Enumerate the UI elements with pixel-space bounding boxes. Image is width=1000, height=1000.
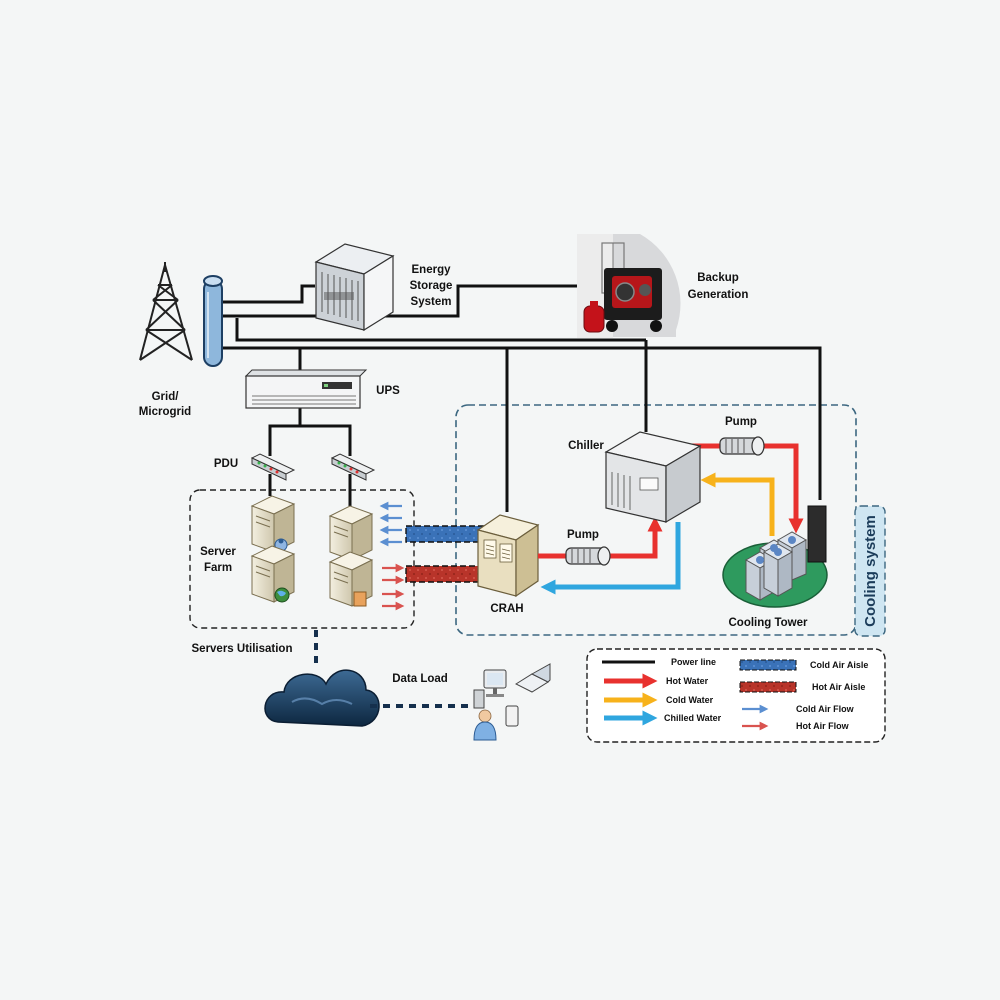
grid-label: Grid/ Microgrid bbox=[139, 391, 191, 418]
pump-icon bbox=[565, 546, 611, 566]
server-icon bbox=[250, 545, 296, 603]
svg-text:Grid/: Grid/ bbox=[152, 391, 180, 403]
transformer-icon bbox=[203, 275, 223, 367]
legend-chilled-water-label: Chilled Water bbox=[664, 713, 722, 723]
legend-cold-air-aisle-swatch bbox=[739, 659, 797, 671]
power-lines bbox=[222, 284, 822, 512]
legend-cold-air-flow-label: Cold Air Flow bbox=[796, 704, 855, 714]
chiller-label: Chiller bbox=[568, 440, 604, 452]
power-line-main bbox=[222, 346, 822, 500]
grid-tower-icon bbox=[139, 262, 193, 361]
svg-text:Backup: Backup bbox=[697, 272, 739, 284]
cooling-system-label: Cooling system bbox=[862, 515, 879, 627]
pump-bottom-label: Pump bbox=[567, 529, 599, 541]
server-farm-boundary bbox=[189, 489, 415, 629]
energy-storage-label: Energy Storage System bbox=[410, 264, 453, 308]
svg-text:Server: Server bbox=[200, 546, 236, 558]
svg-text:Energy: Energy bbox=[412, 264, 452, 276]
legend-hot-air-aisle-swatch bbox=[739, 681, 797, 693]
chilled-water-line bbox=[540, 522, 681, 595]
backup-generator-icon bbox=[577, 234, 681, 338]
pump-icon bbox=[719, 436, 765, 456]
pdu-icon bbox=[250, 453, 296, 481]
cold-air-aisle bbox=[405, 525, 485, 543]
power-line-backup-return bbox=[235, 318, 646, 342]
ups-label: UPS bbox=[376, 385, 400, 397]
hot-water-line-pump-chiller bbox=[610, 516, 663, 559]
cooling-tower-icon bbox=[722, 505, 828, 608]
legend-hot-water-label: Hot Water bbox=[666, 676, 709, 686]
ups-icon bbox=[244, 369, 368, 409]
hot-air-aisle bbox=[405, 565, 485, 583]
crah-icon bbox=[476, 514, 540, 598]
cooling-system-tab bbox=[854, 505, 886, 637]
power-line-ess bbox=[222, 284, 315, 304]
legend: Power line Hot Water Cold Water Chilled … bbox=[602, 657, 868, 731]
server-icon bbox=[328, 551, 374, 607]
legend-power-line-label: Power line bbox=[671, 657, 716, 667]
legend-box bbox=[586, 648, 886, 743]
svg-text:Microgrid: Microgrid bbox=[139, 406, 191, 418]
power-line-pdu2 bbox=[300, 424, 352, 456]
crah-label: CRAH bbox=[490, 603, 523, 615]
power-line-pdu bbox=[268, 408, 302, 456]
svg-text:Storage: Storage bbox=[410, 280, 453, 292]
pdu-label: PDU bbox=[214, 458, 238, 470]
legend-cold-water-label: Cold Water bbox=[666, 695, 714, 705]
users-devices-icon bbox=[473, 663, 551, 741]
hot-air-flow-arrows bbox=[382, 563, 405, 611]
cold-water-line bbox=[700, 472, 775, 536]
svg-text:Generation: Generation bbox=[688, 289, 749, 301]
cloud-icon bbox=[264, 669, 380, 727]
server-icon bbox=[328, 505, 374, 561]
servers-utilisation-label: Servers Utilisation bbox=[192, 643, 293, 655]
energy-storage-icon bbox=[314, 243, 395, 332]
backup-generation-label: Backup Generation bbox=[688, 272, 749, 301]
hot-water-line-pump-tower bbox=[760, 443, 804, 534]
svg-text:Farm: Farm bbox=[204, 562, 232, 574]
pump-top-label: Pump bbox=[725, 416, 757, 428]
legend-cold-air-aisle-label: Cold Air Aisle bbox=[810, 660, 868, 670]
cooling-tower-label: Cooling Tower bbox=[728, 617, 808, 629]
legend-hot-air-aisle-label: Hot Air Aisle bbox=[812, 682, 865, 692]
svg-text:System: System bbox=[411, 296, 452, 308]
chiller-icon bbox=[604, 431, 702, 524]
pdu-icon bbox=[330, 453, 376, 481]
server-farm-label: Server Farm bbox=[200, 546, 236, 574]
cold-air-flow-arrows bbox=[379, 501, 402, 547]
data-load-label: Data Load bbox=[392, 673, 448, 685]
server-icon bbox=[250, 495, 296, 553]
legend-hot-air-flow-label: Hot Air Flow bbox=[796, 721, 850, 731]
